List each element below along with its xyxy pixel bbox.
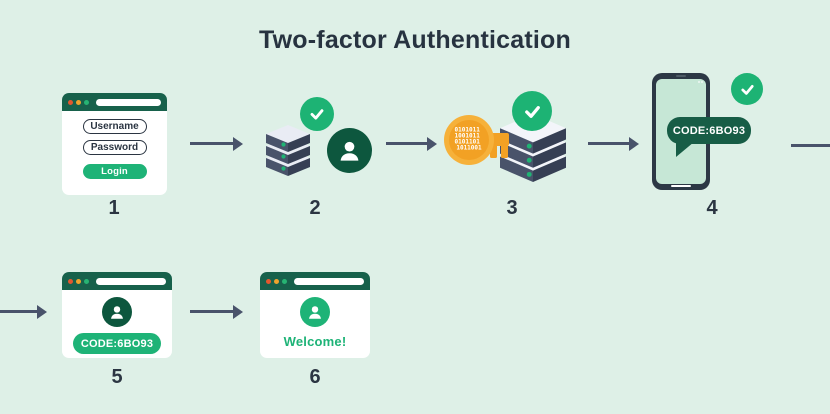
browser-content: Username Password Login <box>62 111 167 195</box>
welcome-browser-window: Welcome! <box>260 272 370 358</box>
arrow-step1-to-step2 <box>190 136 243 151</box>
check-icon <box>512 91 552 131</box>
check-icon <box>300 97 334 131</box>
arrow-step2-to-step3 <box>386 136 437 151</box>
browser-titlebar <box>62 272 172 290</box>
username-field: Username <box>82 119 147 134</box>
browser-content: CODE:6BO93 <box>62 290 172 358</box>
binary-line: 0101101 <box>455 139 481 146</box>
arrow-step5-to-step6 <box>190 304 243 319</box>
step-number-2: 2 <box>309 197 321 219</box>
login-button: Login <box>82 164 147 179</box>
browser-titlebar <box>260 272 370 290</box>
binary-key-icon: 0101011 1001011 0101101 1011001 <box>444 115 509 165</box>
page-title: Two-factor Authentication <box>259 26 571 54</box>
window-dot-orange-icon <box>274 278 279 284</box>
user-icon <box>102 297 132 327</box>
arrow-to-next-row <box>791 144 830 147</box>
login-browser-window: Username Password Login <box>62 93 167 195</box>
step-number-5: 5 <box>111 366 123 388</box>
arrow-into-step5 <box>0 304 47 319</box>
arrow-step3-to-step4 <box>588 136 639 151</box>
step-number-4: 4 <box>706 197 718 219</box>
step-number-6: 6 <box>309 366 321 388</box>
step-number-3: 3 <box>506 197 518 219</box>
sms-code-bubble: CODE:6BO93 <box>667 117 751 157</box>
phone-notch <box>668 73 694 78</box>
window-dot-red-icon <box>68 99 73 105</box>
user-icon <box>327 128 372 173</box>
binary-line: 0101011 <box>455 127 481 134</box>
window-dot-red-icon <box>266 278 271 284</box>
address-bar <box>96 98 161 106</box>
binary-line: 1011001 <box>456 145 482 152</box>
check-icon <box>731 73 763 105</box>
window-dot-green-icon <box>84 278 89 284</box>
step-number-1: 1 <box>108 197 120 219</box>
user-icon <box>300 297 330 327</box>
window-dot-red-icon <box>68 278 73 284</box>
code-pill: CODE:6BO93 <box>73 333 161 354</box>
svg-text:0101011 1001011 01: 0101011 1001011 0101101 1011001 <box>455 127 484 152</box>
browser-content: Welcome! <box>260 290 370 358</box>
code-entry-browser-window: CODE:6BO93 <box>62 272 172 358</box>
server-stack-icon <box>266 125 310 176</box>
status-dots-icon <box>697 81 703 83</box>
window-dot-green-icon <box>84 99 89 105</box>
home-indicator <box>671 184 691 187</box>
address-bar <box>96 277 166 285</box>
window-dot-green-icon <box>282 278 287 284</box>
password-field: Password <box>82 140 147 155</box>
welcome-text: Welcome! <box>283 334 347 349</box>
window-dot-orange-icon <box>76 99 81 105</box>
address-bar <box>294 277 364 285</box>
binary-line: 1001011 <box>455 133 481 140</box>
browser-titlebar <box>62 93 167 111</box>
speaker-icon <box>676 74 686 77</box>
window-dot-orange-icon <box>76 278 81 284</box>
